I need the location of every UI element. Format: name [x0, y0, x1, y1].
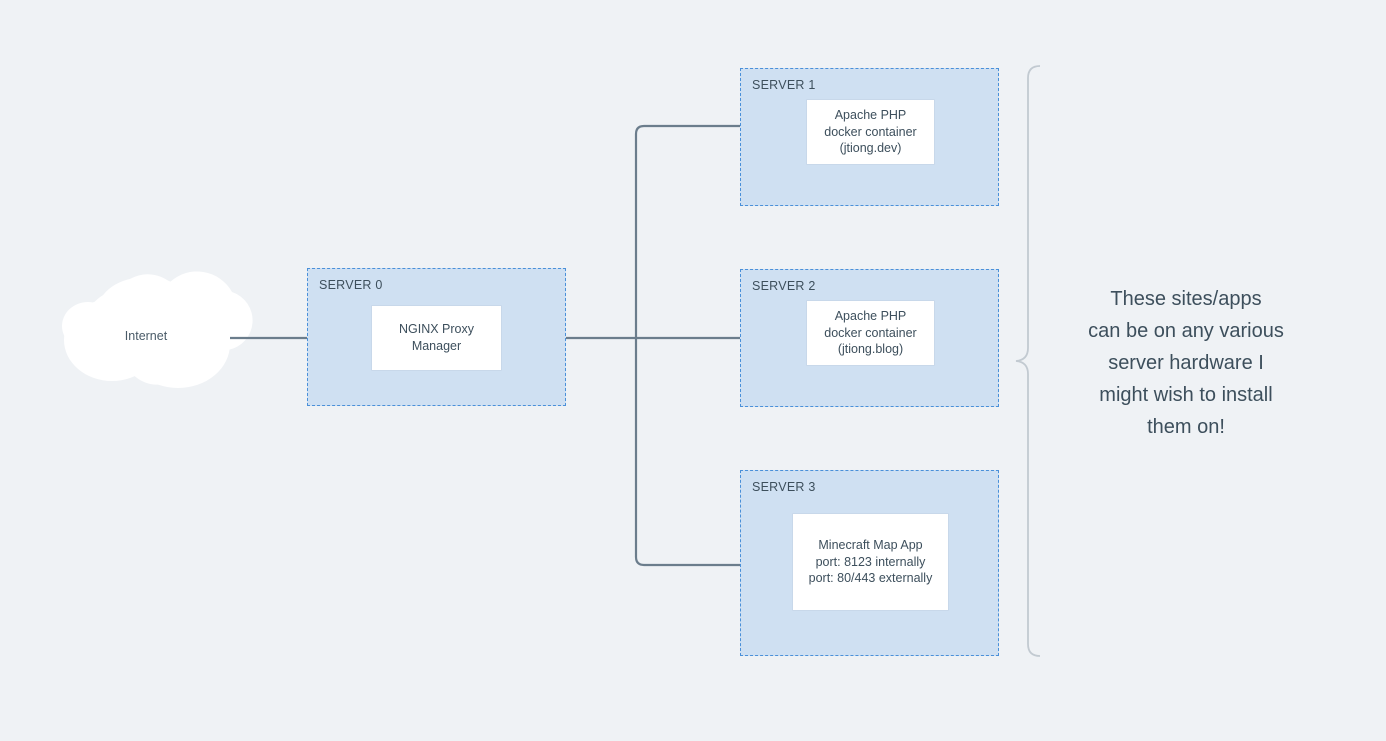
annotation-line: can be on any various [1088, 320, 1284, 342]
node-line: NGINX Proxy [398, 322, 474, 337]
grouping-brace [1015, 65, 1041, 657]
node-nginx-proxy-manager[interactable]: NGINX Proxy Manager [372, 306, 501, 370]
node-line: (jtiong.dev) [839, 141, 902, 156]
annotation-line: server hardware I [1108, 352, 1264, 374]
node-line: docker container [824, 325, 917, 340]
node-line: Apache PHP [834, 108, 907, 123]
server-label-server-1: SERVER 1 [752, 78, 816, 92]
node-line: docker container [824, 124, 917, 139]
node-apache-php-jtiong-dev[interactable]: Apache PHP docker container (jtiong.dev) [807, 100, 934, 164]
node-apache-php-jtiong-blog[interactable]: Apache PHP docker container (jtiong.blog… [807, 301, 934, 365]
node-line: port: 8123 internally [815, 554, 926, 569]
annotation-line: These sites/apps [1110, 288, 1262, 310]
node-line: port: 80/443 externally [808, 571, 933, 586]
annotation-line: might wish to install [1099, 384, 1273, 406]
hardware-note-annotation: These sites/apps can be on any various s… [1055, 283, 1317, 443]
server-label-server-3: SERVER 3 [752, 480, 816, 494]
node-line: Manager [411, 339, 462, 353]
node-line: Apache PHP [834, 309, 907, 324]
node-line: Minecraft Map App [818, 538, 923, 553]
server-label-server-0: SERVER 0 [319, 278, 383, 292]
server-label-server-2: SERVER 2 [752, 279, 816, 293]
internet-label: Internet [124, 329, 168, 343]
annotation-line: them on! [1147, 416, 1225, 438]
node-minecraft-map-app[interactable]: Minecraft Map App port: 8123 internally … [793, 514, 948, 610]
node-line: (jtiong.blog) [837, 342, 904, 357]
